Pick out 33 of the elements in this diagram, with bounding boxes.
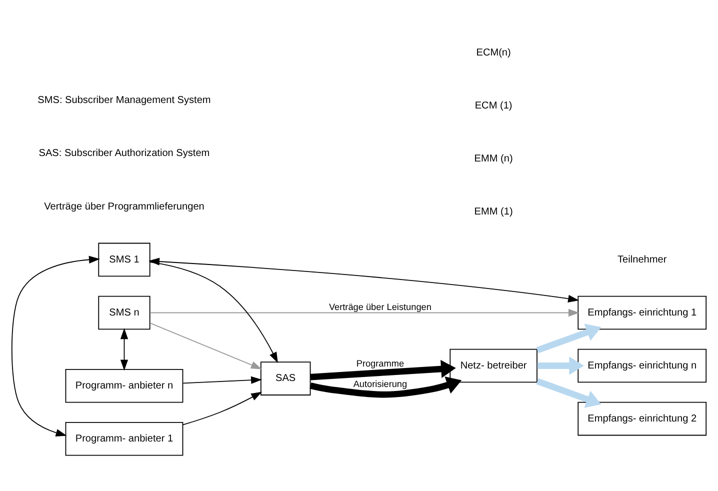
arrow (310, 359, 456, 380)
label: Verträge über Programmlieferungen (44, 200, 204, 212)
label: SAS: Subscriber Authorization System (38, 148, 210, 159)
arrow (150, 261, 278, 363)
arrow (182, 391, 262, 425)
edge-label: Autorisierung (353, 378, 408, 388)
arrow (148, 257, 580, 302)
label: ECM (1) (474, 100, 512, 112)
edge-label: Verträge über Leistungen (328, 301, 432, 312)
node-box: Programm- anbieter 1 (65, 421, 184, 456)
arrow (536, 323, 602, 353)
node-box: Empfangs- einrichtung 1 (578, 295, 707, 330)
arrow (150, 322, 262, 369)
arrow (182, 376, 262, 384)
label: Teilnehmer (618, 254, 667, 265)
node-box: Empfangs- einrichtung 2 (578, 401, 707, 436)
label: EMM (1) (474, 206, 513, 218)
node-box: SMS 1 (98, 242, 150, 276)
arrow (150, 308, 580, 316)
node-box: SAS (260, 361, 311, 395)
label: ECM(n) (476, 47, 511, 58)
label: EMM (n) (474, 153, 513, 164)
node-box: SMS n (98, 295, 150, 330)
arrow (120, 328, 128, 370)
node-box: Netz- betreiber (450, 348, 538, 382)
node-box: Empfangs- einrichtung n (578, 348, 707, 382)
arrow (11, 255, 100, 436)
label: SMS: Subscriber Management System (38, 94, 211, 106)
edge-label: Programme (356, 358, 404, 368)
arrow (536, 378, 602, 408)
node-box: Programm- anbieter n (65, 368, 184, 402)
arrow (537, 356, 584, 374)
arrow (310, 376, 462, 398)
